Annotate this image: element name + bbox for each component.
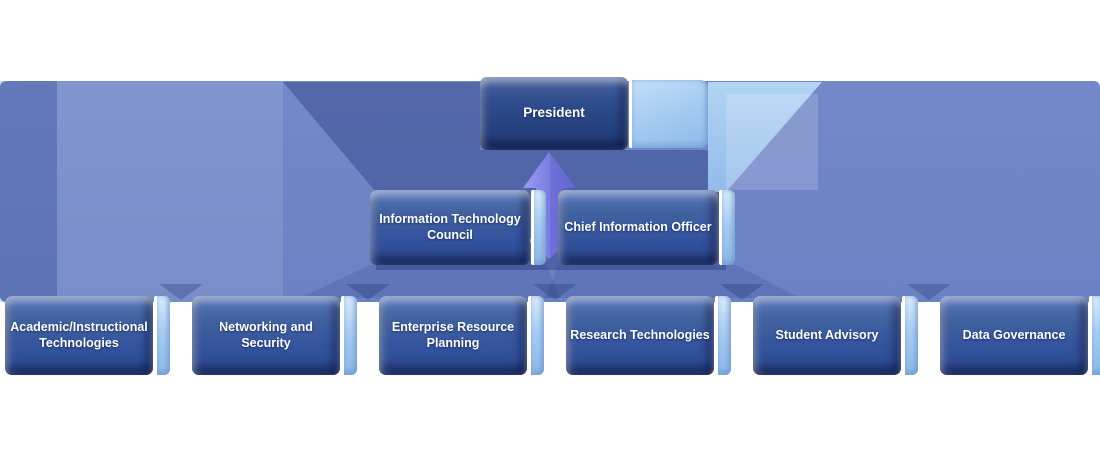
side-panel: [1089, 296, 1100, 375]
node-data-governance[interactable]: Data Governance: [940, 296, 1088, 375]
node-label: Academic/Instructional Technologies: [10, 319, 148, 350]
node-label: Enterprise Resource Planning: [391, 319, 515, 350]
node-label: Chief Information Officer: [564, 219, 712, 234]
shadow-left-shape: [300, 265, 560, 298]
chevron-notch: [533, 284, 577, 300]
band-left-strip: [0, 81, 57, 302]
node-president[interactable]: President: [480, 77, 628, 150]
node-label: Research Technologies: [570, 327, 710, 342]
shadow-right-shape: [545, 265, 800, 298]
node-enterprise-resource-planning[interactable]: Enterprise Resource Planning: [379, 296, 527, 375]
node-chief-information-officer[interactable]: Chief Information Officer: [558, 190, 718, 265]
node-student-advisory[interactable]: Student Advisory: [753, 296, 901, 375]
node-networking-and-security[interactable]: Networking and Security: [192, 296, 340, 375]
node-label: Data Governance: [962, 327, 1066, 342]
node-label: Information Technology Council: [379, 211, 521, 242]
light-ribbon-shape: [708, 82, 822, 192]
node-label: Networking and Security: [219, 319, 313, 350]
node-research-technologies[interactable]: Research Technologies: [566, 296, 714, 375]
band-light-panel: [57, 81, 283, 302]
node-label: Student Advisory: [775, 327, 879, 342]
side-panel: [341, 296, 357, 375]
chevron-notch: [159, 284, 203, 300]
side-panel: [902, 296, 918, 375]
chevron-notch: [907, 284, 951, 300]
chevron-notch: [346, 284, 390, 300]
node-academic-instructional-technologies[interactable]: Academic/Instructional Technologies: [5, 296, 153, 375]
light-square-shape: [726, 94, 818, 190]
side-panel: [531, 190, 546, 265]
president-side-panel: [629, 80, 708, 148]
side-panel: [719, 190, 735, 265]
side-panel: [715, 296, 731, 375]
side-panel: [528, 296, 544, 375]
node-label: President: [523, 105, 585, 121]
node-information-technology-council[interactable]: Information Technology Council: [370, 190, 530, 265]
chevron-notch: [720, 284, 764, 300]
side-panel: [154, 296, 170, 375]
